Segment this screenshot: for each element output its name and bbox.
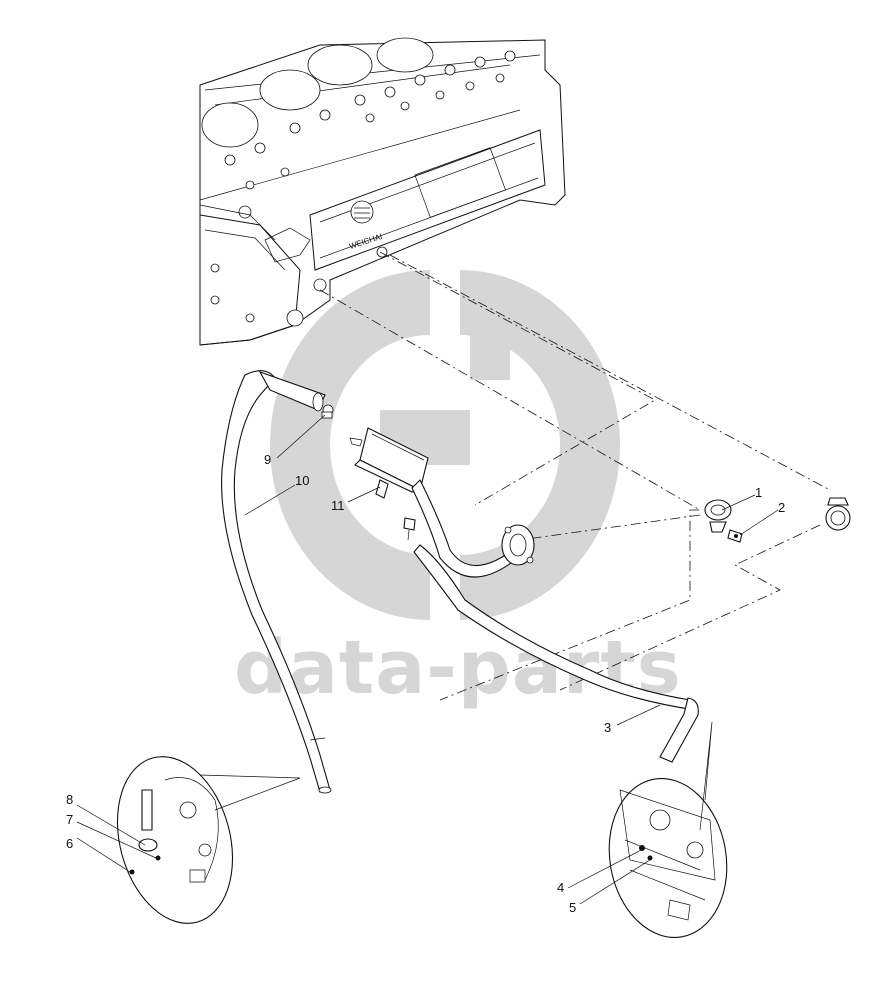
callout-5: 5 [569, 900, 576, 915]
callouts: 1 2 3 4 5 6 7 8 9 10 11 [66, 452, 785, 915]
callout-6: 6 [66, 836, 73, 851]
pipe-part-3 [411, 479, 699, 763]
callout-7: 7 [66, 812, 73, 827]
engine-logo: WEICHAI [348, 200, 383, 251]
callout-1: 1 [755, 485, 762, 500]
watermark: data-parts [234, 270, 682, 711]
callout-3: 3 [604, 720, 611, 735]
watermark-logo [270, 270, 620, 620]
detail-inset-left [116, 756, 301, 924]
callout-11: 11 [331, 498, 345, 513]
clamp-part-1 [704, 499, 732, 533]
hose-part-10 [221, 370, 332, 794]
engine-brand-text: WEICHAI [348, 232, 383, 251]
leader-lines [76, 414, 779, 905]
callout-10: 10 [295, 473, 309, 488]
callout-2: 2 [778, 500, 785, 515]
watermark-text: data-parts [234, 625, 682, 711]
callout-4: 4 [557, 880, 564, 895]
bolt-part-2 [727, 529, 743, 543]
breather-part-11 [349, 427, 429, 541]
detail-inset-right [608, 721, 728, 938]
callout-8: 8 [66, 792, 73, 807]
assembly-lines [319, 251, 831, 701]
callout-9: 9 [264, 452, 271, 467]
clamp-right [825, 497, 851, 531]
clamp-part-9 [321, 404, 334, 419]
engine-block: WEICHAI [199, 37, 566, 346]
